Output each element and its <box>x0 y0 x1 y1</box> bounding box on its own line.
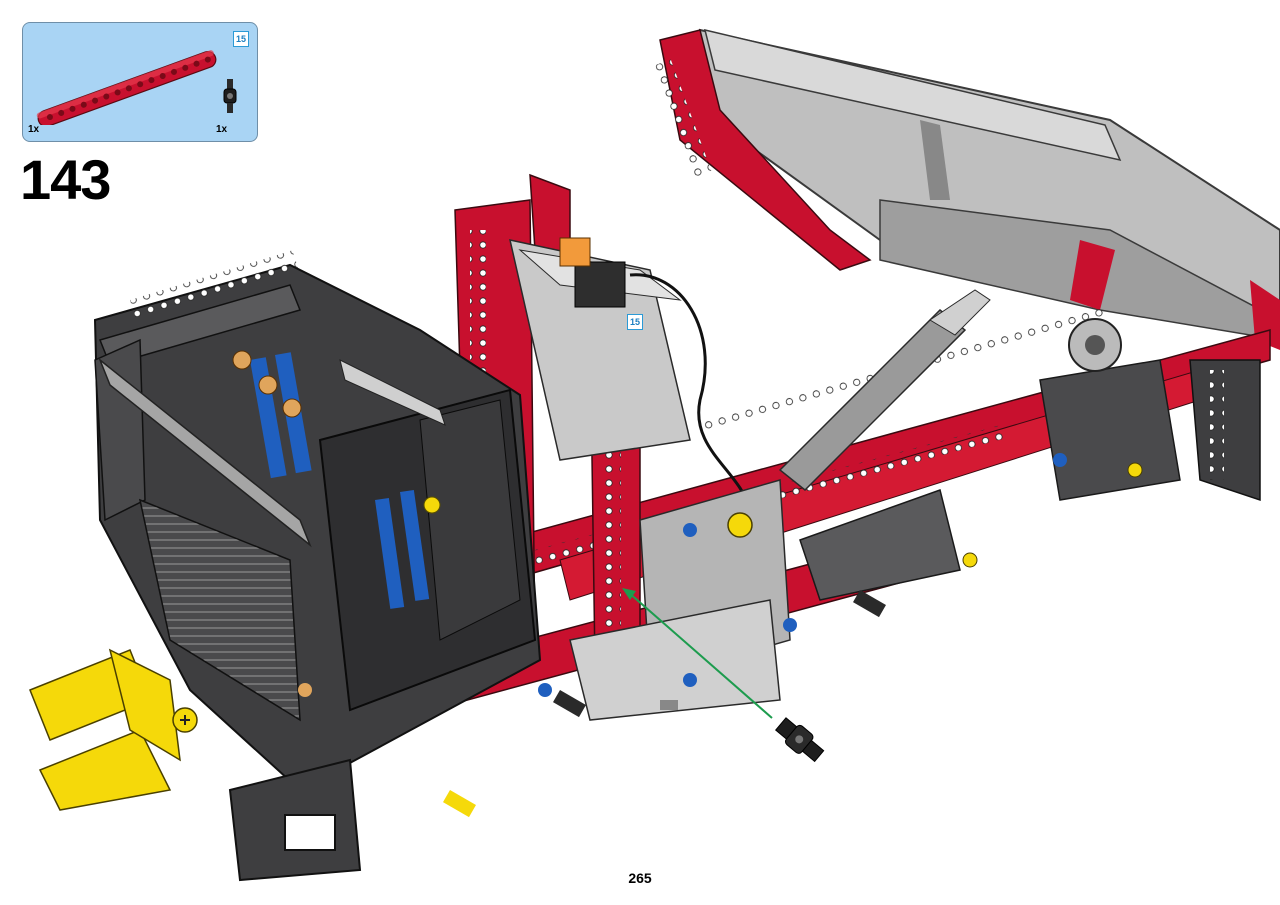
assembly-arrow <box>622 588 773 719</box>
step-number: 143 <box>20 148 111 211</box>
new-axle-connector-part <box>775 717 825 763</box>
pins-and-connectors <box>298 453 1143 718</box>
submodel-badge: 15 <box>627 314 643 330</box>
black-axle-connector-icon <box>223 79 237 113</box>
red-technic-beam-icon <box>36 50 217 125</box>
battery-box <box>509 237 752 511</box>
page-number: 265 <box>628 870 652 886</box>
dumper-bed <box>650 28 1280 350</box>
truck-cab <box>93 250 542 792</box>
tipping-cylinder <box>778 289 991 492</box>
gearbox-area <box>569 318 1261 721</box>
parts-list-box: 15 1x 1x <box>22 22 258 142</box>
part-quantity: 1x <box>28 124 40 135</box>
part-quantity: 1x <box>216 124 228 135</box>
submodel-badge: 15 <box>233 31 249 47</box>
front-bumper <box>29 648 476 882</box>
